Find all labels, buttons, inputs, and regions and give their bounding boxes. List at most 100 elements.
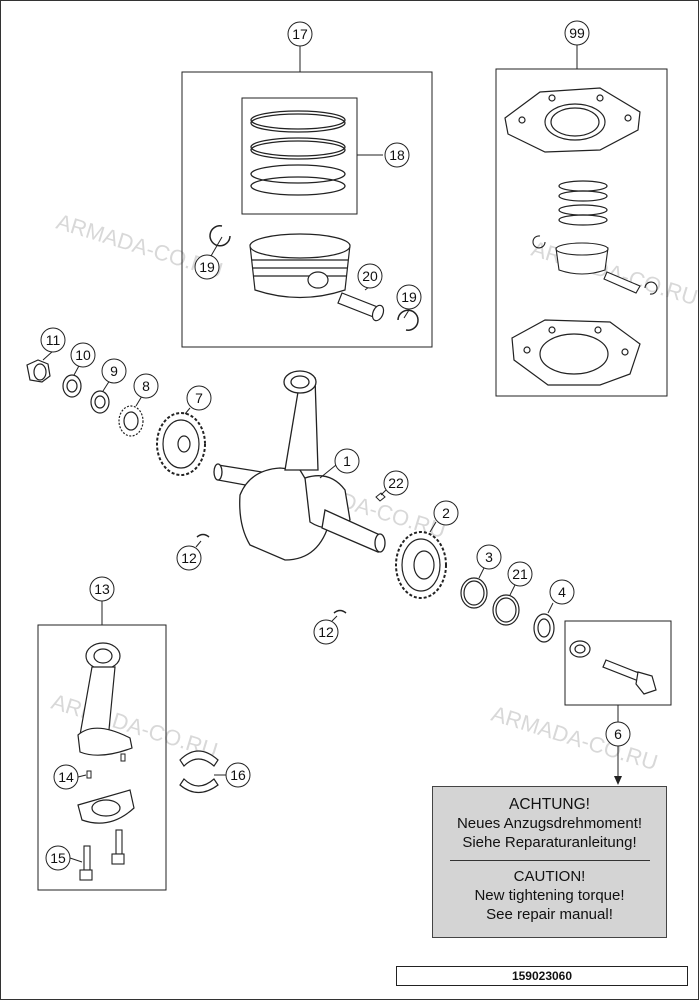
piston-kit-box xyxy=(181,71,433,348)
callout-label: 9 xyxy=(110,363,118,379)
callout-label: 21 xyxy=(512,566,528,582)
callout-22: 22 xyxy=(383,470,409,496)
callouts: 17 99 18 19 20 19 11 10 9 8 7 1 22 2 12 … xyxy=(40,20,631,871)
callout-label: 22 xyxy=(388,475,404,491)
ring-set-box xyxy=(241,97,358,215)
callout-7: 7 xyxy=(186,385,212,411)
bolt-drawing xyxy=(569,640,657,695)
callout-label: 11 xyxy=(46,332,61,348)
caution-de-line2: Siehe Reparaturanleitung! xyxy=(462,834,637,851)
callout-11: 11 xyxy=(40,327,66,353)
callout-20: 20 xyxy=(357,263,383,289)
callout-label: 8 xyxy=(142,378,150,394)
callout-6: 6 xyxy=(605,721,631,747)
key-12-lower xyxy=(333,609,347,614)
bolt-kit-box xyxy=(564,620,672,706)
right-shaft-parts xyxy=(395,531,555,643)
callout-label: 6 xyxy=(614,726,622,742)
callout-label: 7 xyxy=(195,390,203,406)
piston-drawing xyxy=(249,233,351,299)
callout-label: 17 xyxy=(292,26,308,42)
callout-label: 12 xyxy=(181,550,197,566)
callout-label: 2 xyxy=(442,505,450,521)
callout-label: 16 xyxy=(230,767,246,783)
conrod-drawing xyxy=(77,642,133,756)
callout-1: 1 xyxy=(334,448,360,474)
caution-notice: ACHTUNG! Neues Anzugsdrehmoment! Siehe R… xyxy=(432,786,667,938)
rod-cap-drawing xyxy=(77,789,135,824)
leader-12b xyxy=(331,615,338,622)
arrow-down-icon xyxy=(614,776,622,785)
callout-18: 18 xyxy=(384,142,410,168)
right-leaders xyxy=(429,521,554,614)
callout-9: 9 xyxy=(101,358,127,384)
dowel-pins xyxy=(86,753,126,779)
callout-15: 15 xyxy=(45,845,71,871)
gasket-kit-group xyxy=(495,45,668,397)
caution-en-line1: New tightening torque! xyxy=(474,887,625,904)
callout-label: 3 xyxy=(485,549,493,565)
caution-divider xyxy=(449,860,650,861)
document-number: 159023060 xyxy=(396,966,688,986)
callout-99: 99 xyxy=(564,20,590,46)
callout-12a: 12 xyxy=(176,545,202,571)
key-12-upper xyxy=(196,533,210,538)
bolt-kit-group xyxy=(564,620,672,785)
gasket-kit-box xyxy=(495,68,668,397)
watermark: ARMADA-CO.RU xyxy=(529,236,699,310)
rod-bolts-drawing xyxy=(79,829,125,881)
callout-label: 18 xyxy=(389,147,405,163)
piston-pin-drawing xyxy=(337,292,385,322)
watermark: ARMADA-CO.RU xyxy=(489,701,661,775)
left-shaft-parts xyxy=(26,359,206,476)
piston-rings-drawing xyxy=(250,110,346,196)
callout-14: 14 xyxy=(53,764,79,790)
circlip-right xyxy=(397,309,419,331)
leader-15 xyxy=(69,857,83,863)
callout-label: 10 xyxy=(75,347,91,363)
head-gasket-drawing xyxy=(504,87,641,153)
leader-12a xyxy=(195,540,202,548)
callout-label: 12 xyxy=(318,624,334,640)
callout-label: 19 xyxy=(199,259,215,275)
callout-17: 17 xyxy=(287,21,313,47)
kit-rings-drawing xyxy=(558,180,608,226)
callout-label: 1 xyxy=(343,453,351,469)
leader-1 xyxy=(319,464,337,479)
circlip-left xyxy=(209,225,231,247)
conrod-kit-group xyxy=(37,601,167,891)
callout-2: 2 xyxy=(433,500,459,526)
piston-kit-group xyxy=(181,46,433,348)
caution-de-title: ACHTUNG! xyxy=(509,796,590,813)
leader-14 xyxy=(77,774,87,778)
callout-19a: 19 xyxy=(194,254,220,280)
callout-label: 13 xyxy=(94,581,110,597)
callout-16: 16 xyxy=(225,762,251,788)
callout-8: 8 xyxy=(133,373,159,399)
crankshaft-drawing xyxy=(213,370,386,561)
woodruff-key xyxy=(375,492,386,502)
callout-12b: 12 xyxy=(313,619,339,645)
callout-3: 3 xyxy=(476,544,502,570)
caution-en-line2: See repair manual! xyxy=(486,906,613,923)
watermark-layer: ARMADA-CO.RU ARMADA-CO.RU ARMADA-CO.RU A… xyxy=(49,209,699,775)
callout-19b: 19 xyxy=(396,284,422,310)
callout-label: 19 xyxy=(401,289,417,305)
leader-19a xyxy=(210,236,223,257)
callout-10: 10 xyxy=(70,342,96,368)
leader-19b xyxy=(403,309,410,319)
callout-21: 21 xyxy=(507,561,533,587)
caution-de-line1: Neues Anzugsdrehmoment! xyxy=(456,815,643,832)
callout-label: 20 xyxy=(362,268,378,284)
callout-label: 14 xyxy=(58,769,74,785)
callout-label: 4 xyxy=(558,584,566,600)
bearing-shells xyxy=(179,750,219,794)
kit-piston-drawing xyxy=(532,235,658,295)
callout-4: 4 xyxy=(549,579,575,605)
base-gasket-drawing xyxy=(511,319,641,386)
callout-13: 13 xyxy=(89,576,115,602)
callout-label: 15 xyxy=(50,850,66,866)
caution-en-title: CAUTION! xyxy=(513,868,586,885)
